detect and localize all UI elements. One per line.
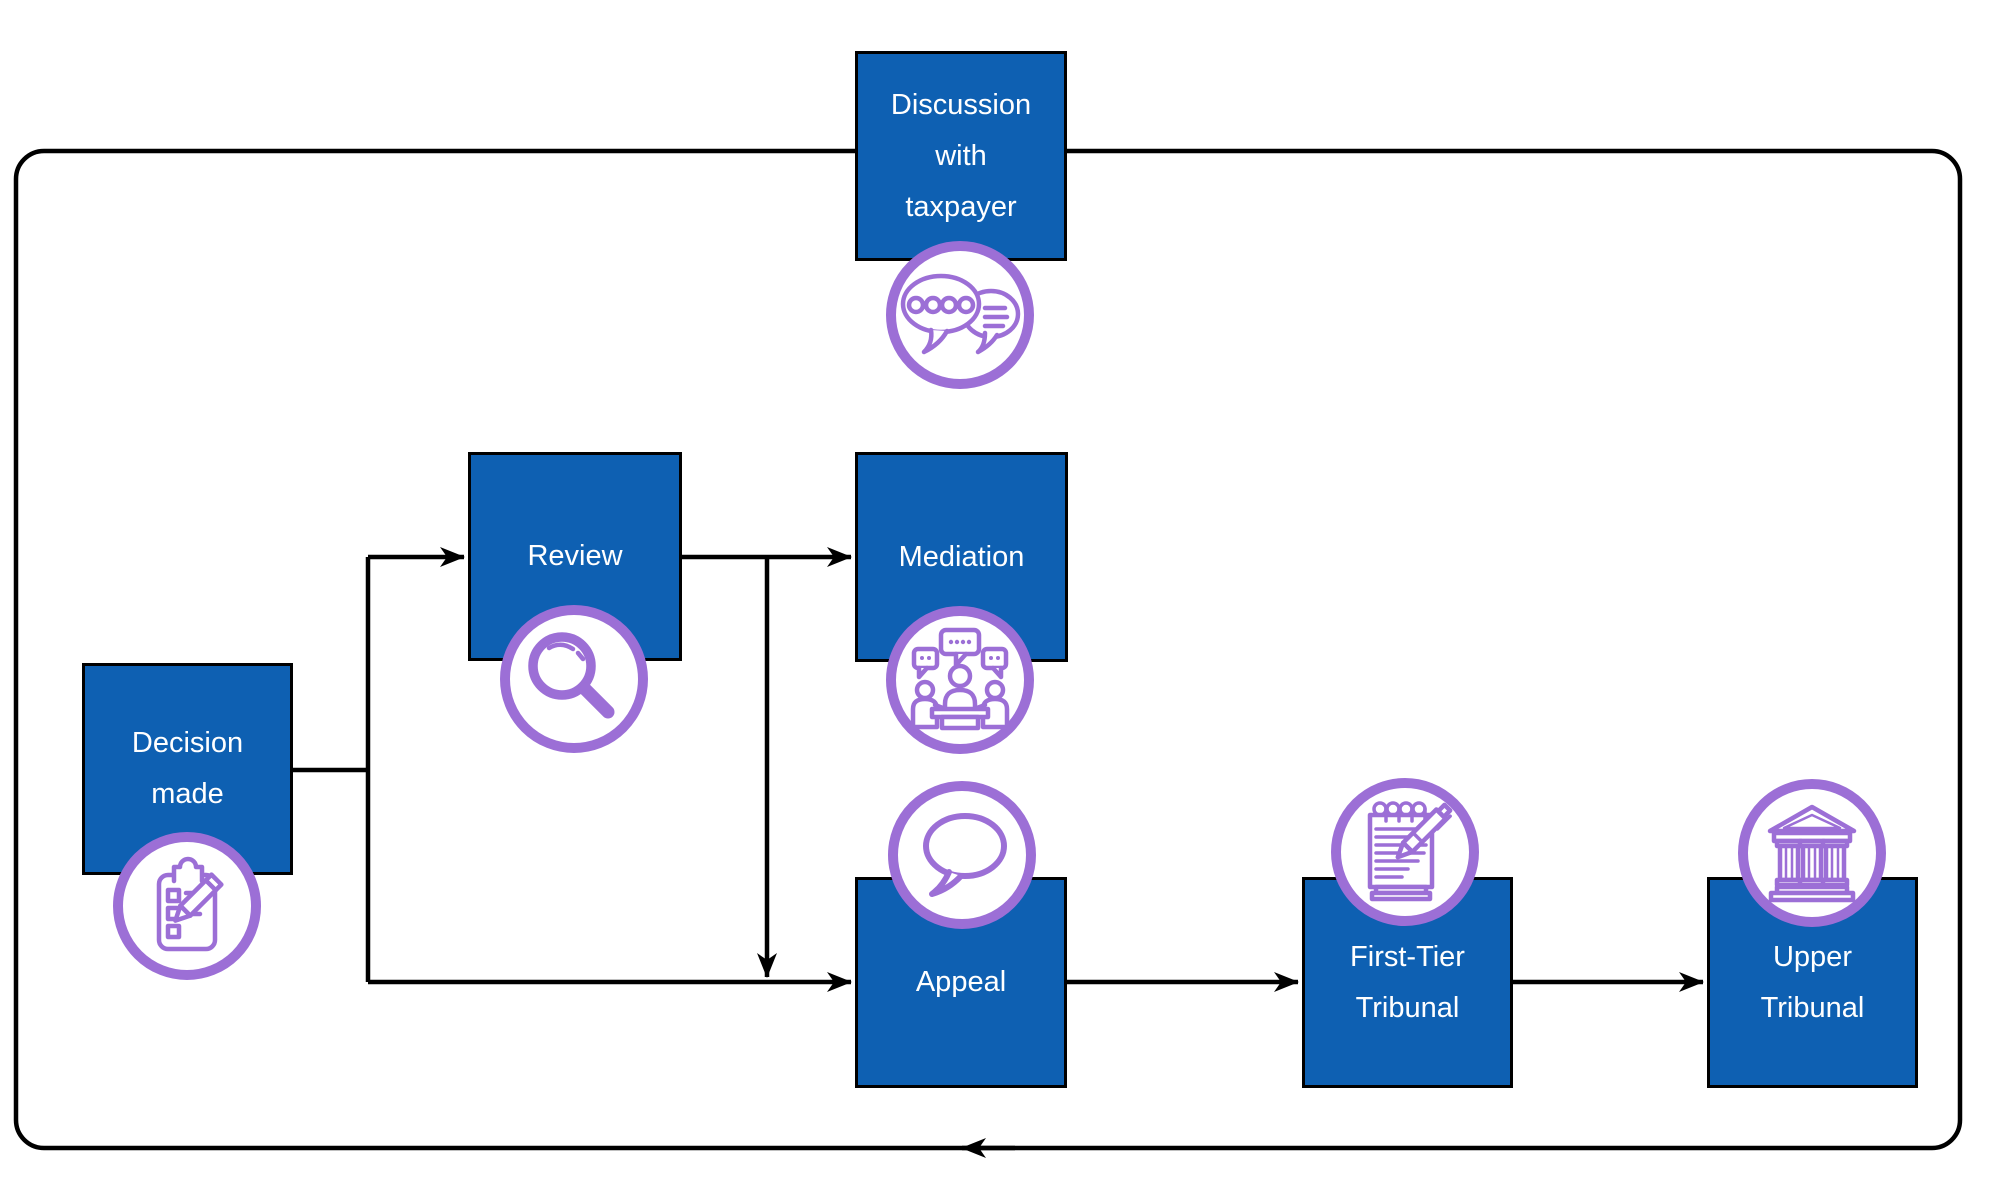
courthouse-building-icon [1738,779,1886,927]
node-label: Discussion with taxpayer [890,88,1032,223]
clipboard-checklist-pencil-icon [113,832,261,980]
speech-bubbles-conversation-icon [886,241,1034,389]
node-label: Mediation [898,540,1025,573]
node-label: Appeal [915,966,1007,998]
people-meeting-icon [886,606,1034,754]
notepad-pen-icon [1331,778,1479,926]
magnifying-glass-icon [500,605,648,753]
node-label: Review [527,540,623,572]
speech-bubble-icon [888,781,1036,929]
node-first-tier-tribunal: First-Tier Tribunal [1302,877,1513,1088]
node-label: Decision made [131,727,244,810]
node-label: Upper Tribunal [1760,940,1865,1024]
node-label: First-Tier Tribunal [1350,940,1465,1024]
node-discussion-with-taxpayer: Discussion with taxpayer [855,51,1067,261]
